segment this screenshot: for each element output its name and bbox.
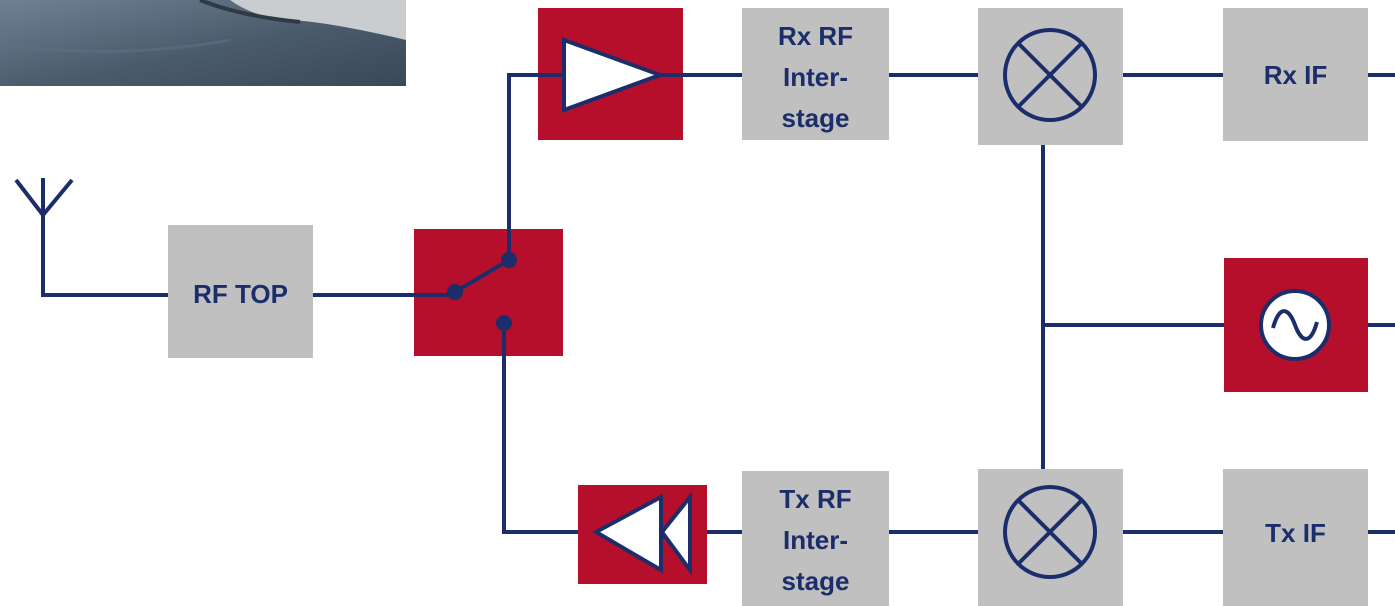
tx-rf-interstage-block: Tx RF Inter- stage (742, 471, 889, 606)
tx-rf-label-line2: Inter- (783, 525, 848, 555)
rf-top-block: RF TOP (168, 225, 313, 358)
device-photo (0, 0, 406, 86)
rf-top-label: RF TOP (193, 279, 288, 309)
rx-rf-label-line1: Rx RF (778, 21, 853, 51)
mixer-icon (978, 8, 1123, 145)
rx-if-block: Rx IF (1223, 8, 1368, 141)
antenna-icon (14, 178, 74, 217)
tx-if-label: Tx IF (1265, 518, 1326, 548)
power-amplifier-icon (578, 485, 707, 584)
tx-if-block: Tx IF (1223, 469, 1368, 606)
tx-rf-label-line3: stage (782, 566, 850, 596)
signal-wires (41, 73, 1395, 534)
rx-if-label: Rx IF (1264, 60, 1328, 90)
rx-rf-label-line3: stage (782, 103, 850, 133)
tx-rf-label-line1: Tx RF (779, 484, 851, 514)
switch-icon (413, 229, 563, 357)
oscillator-icon (1224, 258, 1368, 392)
mixer-icon (978, 469, 1123, 606)
rx-rf-interstage-block: Rx RF Inter- stage (742, 8, 889, 140)
amplifier-icon (538, 8, 683, 140)
rx-rf-label-line2: Inter- (783, 62, 848, 92)
